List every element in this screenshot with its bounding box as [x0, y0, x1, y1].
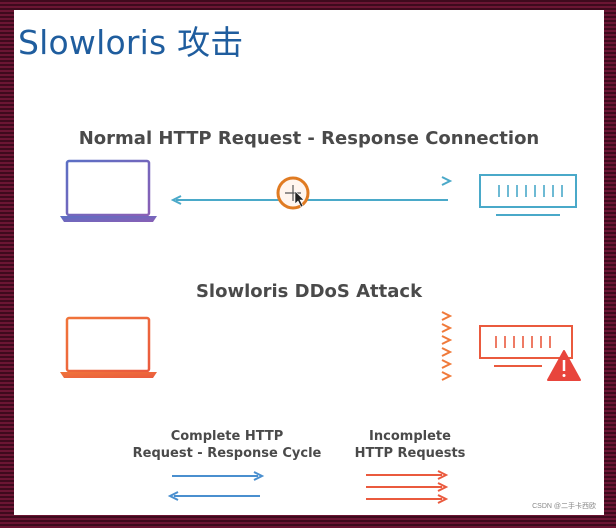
cursor-highlight-icon [276, 176, 310, 210]
incomplete-caption: Incomplete HTTP Requests [354, 429, 466, 461]
complete-caption: Complete HTTP Request - Response Cycle [132, 429, 322, 461]
complete-cycle-legend-icon [167, 471, 265, 501]
normal-heading: Normal HTTP Request - Response Connectio… [78, 128, 540, 149]
slide-title: Slowloris 攻击 [18, 23, 244, 62]
response-arrow [170, 195, 448, 205]
attacker-laptop-icon [60, 316, 157, 378]
client-laptop-icon [60, 159, 157, 222]
overloaded-server-icon [479, 325, 573, 367]
watermark: CSDN @二手卡西欧 [532, 503, 596, 510]
request-arrow [174, 176, 453, 186]
server-icon [479, 174, 577, 216]
attack-heading: Slowloris DDoS Attack [195, 281, 423, 302]
warning-icon [547, 350, 581, 381]
slide-panel: Slowloris 攻击 Normal HTTP Request - Respo… [14, 10, 604, 515]
attack-arrows [174, 311, 453, 381]
incomplete-requests-legend-icon [366, 470, 449, 504]
diagram-graphics [60, 159, 581, 504]
